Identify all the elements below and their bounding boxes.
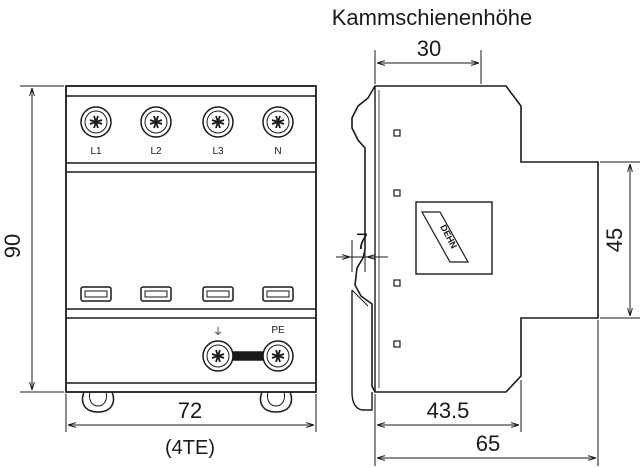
front-dimensions xyxy=(20,85,317,432)
side-bottom-clip xyxy=(351,290,373,411)
side-marker-4 xyxy=(393,340,401,348)
terminal-screw-l1 xyxy=(80,106,112,138)
side-label-plate xyxy=(415,201,493,275)
side-marker-1 xyxy=(393,129,401,137)
ground-symbol: ⏚ xyxy=(213,326,223,338)
terminal-label-l3: L3 xyxy=(212,146,224,157)
pe-terminals xyxy=(202,340,294,372)
groove-7-label: 7 xyxy=(356,229,368,254)
width-4te-label: (4TE) xyxy=(165,437,215,459)
left-clip-foot-inner xyxy=(89,391,107,407)
side-marker-2 xyxy=(393,189,401,197)
status-window-3 xyxy=(202,286,234,302)
status-window-2 xyxy=(140,286,172,302)
side-view xyxy=(351,85,599,411)
height-45-label: 45 xyxy=(602,228,627,252)
status-window-4 xyxy=(262,286,294,302)
pe-label: PE xyxy=(271,325,285,336)
side-dimensions xyxy=(336,50,640,466)
pe-screw-right xyxy=(262,340,294,372)
terminal-row xyxy=(80,106,294,138)
terminal-label-l1: L1 xyxy=(90,146,102,157)
front-view xyxy=(65,85,317,413)
height-90-label: 90 xyxy=(0,234,25,258)
depth-43-5-label: 43.5 xyxy=(427,398,470,423)
depth-65-label: 65 xyxy=(476,431,500,456)
terminal-label-l2: L2 xyxy=(150,146,162,157)
left-clip-foot xyxy=(81,391,115,413)
width-72-label: 72 xyxy=(178,398,202,423)
right-clip-foot xyxy=(259,391,293,413)
right-clip-foot-inner xyxy=(267,391,285,407)
busbar-height-title: Kammschienenhöhe xyxy=(332,5,533,30)
terminal-screw-l2 xyxy=(140,106,172,138)
terminal-screw-l3 xyxy=(202,106,234,138)
side-marker-3 xyxy=(393,279,401,287)
busbar-30-label: 30 xyxy=(417,36,441,61)
terminal-screw-n xyxy=(262,106,294,138)
front-housing xyxy=(65,85,317,393)
side-profile xyxy=(351,85,599,393)
pe-bridge xyxy=(227,351,269,361)
pe-screw-left xyxy=(202,340,234,372)
status-window-1 xyxy=(80,286,112,302)
terminal-label-n: N xyxy=(274,146,281,157)
status-window-row xyxy=(80,286,294,302)
side-logo-stripe xyxy=(420,211,470,263)
